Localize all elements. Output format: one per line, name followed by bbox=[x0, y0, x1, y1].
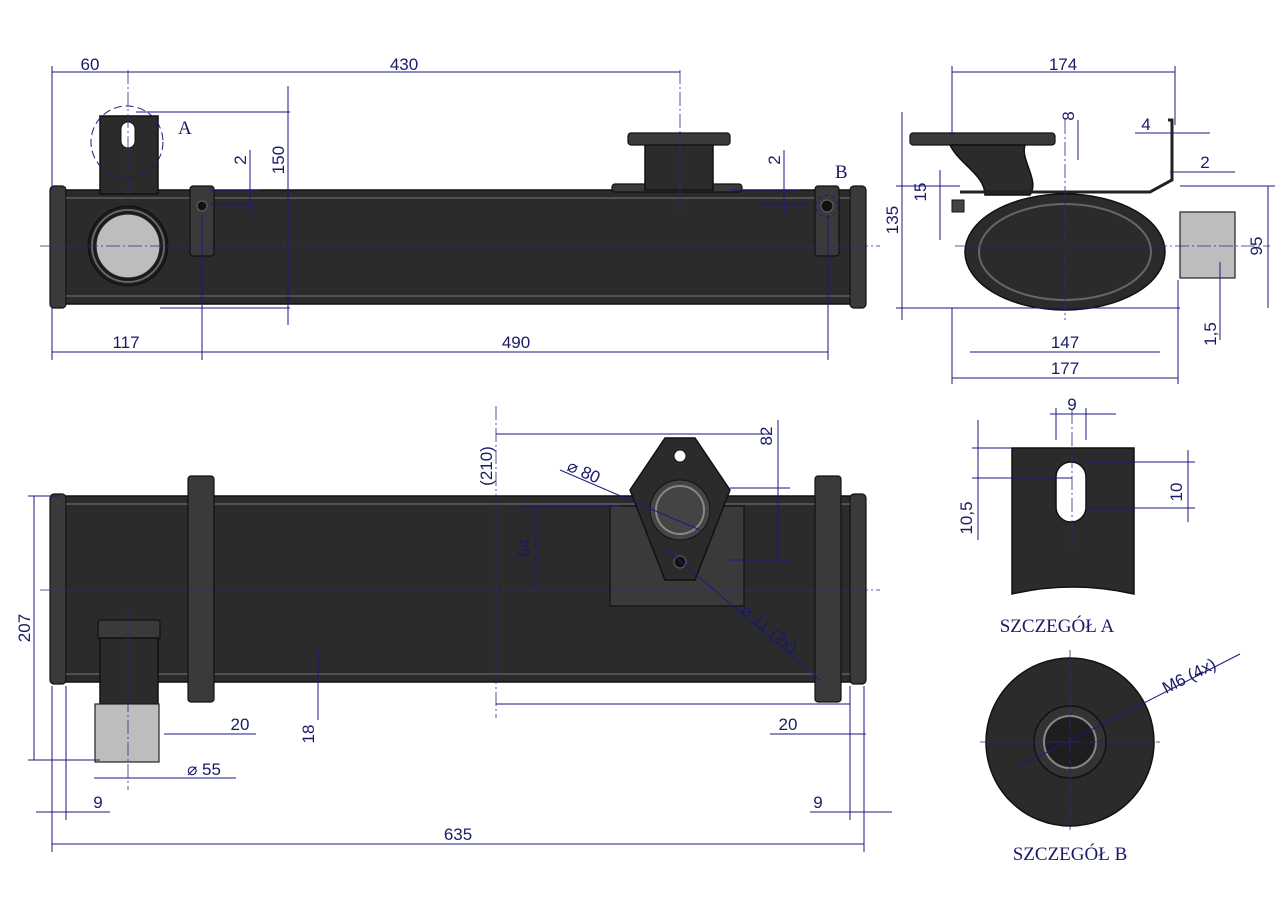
dim-64: 64 bbox=[515, 539, 534, 558]
dim-430: 430 bbox=[390, 55, 418, 74]
dim-20-right: 20 bbox=[779, 715, 798, 734]
dim-1-5: 1,5 bbox=[1201, 322, 1220, 346]
side-view: 174 8 4 2 15 135 95 147 177 1,5 bbox=[883, 55, 1275, 384]
dim-60: 60 bbox=[81, 55, 100, 74]
dim-210: (210) bbox=[477, 446, 496, 486]
dim-177: 177 bbox=[1051, 359, 1079, 378]
dim-117: 117 bbox=[112, 333, 139, 352]
dim-18: 18 bbox=[299, 725, 318, 744]
dim-8: 8 bbox=[1059, 111, 1078, 120]
dim-9-left: 9 bbox=[93, 793, 102, 812]
dim-10: 10 bbox=[1167, 483, 1186, 502]
detail-b: M6 (4x) SZCZEGÓŁ B bbox=[980, 650, 1241, 865]
dim-4: 4 bbox=[1141, 115, 1150, 134]
dim-10-5: 10,5 bbox=[957, 501, 976, 534]
front-view: (210) ⌀ 80 82 64 ⌀ 11 (2x) 207 18 20 20 … bbox=[15, 406, 892, 852]
top-view: 60 430 150 2 2 117 490 A B bbox=[40, 55, 880, 360]
dim-2-left: 2 bbox=[231, 155, 250, 164]
callout-a: A bbox=[178, 118, 192, 139]
dim-15: 15 bbox=[911, 183, 930, 202]
dim-9-detail: 9 bbox=[1067, 395, 1076, 414]
callout-b: B bbox=[835, 162, 848, 183]
dim-95: 95 bbox=[1247, 237, 1266, 256]
dim-174: 174 bbox=[1049, 55, 1077, 74]
dim-m6: M6 (4x) bbox=[1159, 654, 1219, 697]
dim-135: 135 bbox=[883, 206, 902, 234]
dim-20-left: 20 bbox=[231, 715, 250, 734]
dim-490: 490 bbox=[502, 333, 530, 352]
dim-9-right: 9 bbox=[813, 793, 822, 812]
dim-2-right: 2 bbox=[765, 155, 784, 164]
dim-150: 150 bbox=[269, 146, 288, 174]
detail-a-title: SZCZEGÓŁ A bbox=[1000, 615, 1115, 637]
dim-147: 147 bbox=[1051, 333, 1079, 352]
dim-635: 635 bbox=[444, 825, 472, 844]
dim-207: 207 bbox=[15, 614, 34, 642]
dim-82: 82 bbox=[757, 427, 776, 446]
detail-b-title: SZCZEGÓŁ B bbox=[1013, 843, 1128, 865]
dim-diameter-55: ⌀ 55 bbox=[187, 760, 221, 779]
detail-a: 9 10 10,5 SZCZEGÓŁ A bbox=[957, 395, 1195, 637]
dim-diameter-80: ⌀ 80 bbox=[564, 456, 603, 487]
dim-2-side: 2 bbox=[1200, 153, 1209, 172]
